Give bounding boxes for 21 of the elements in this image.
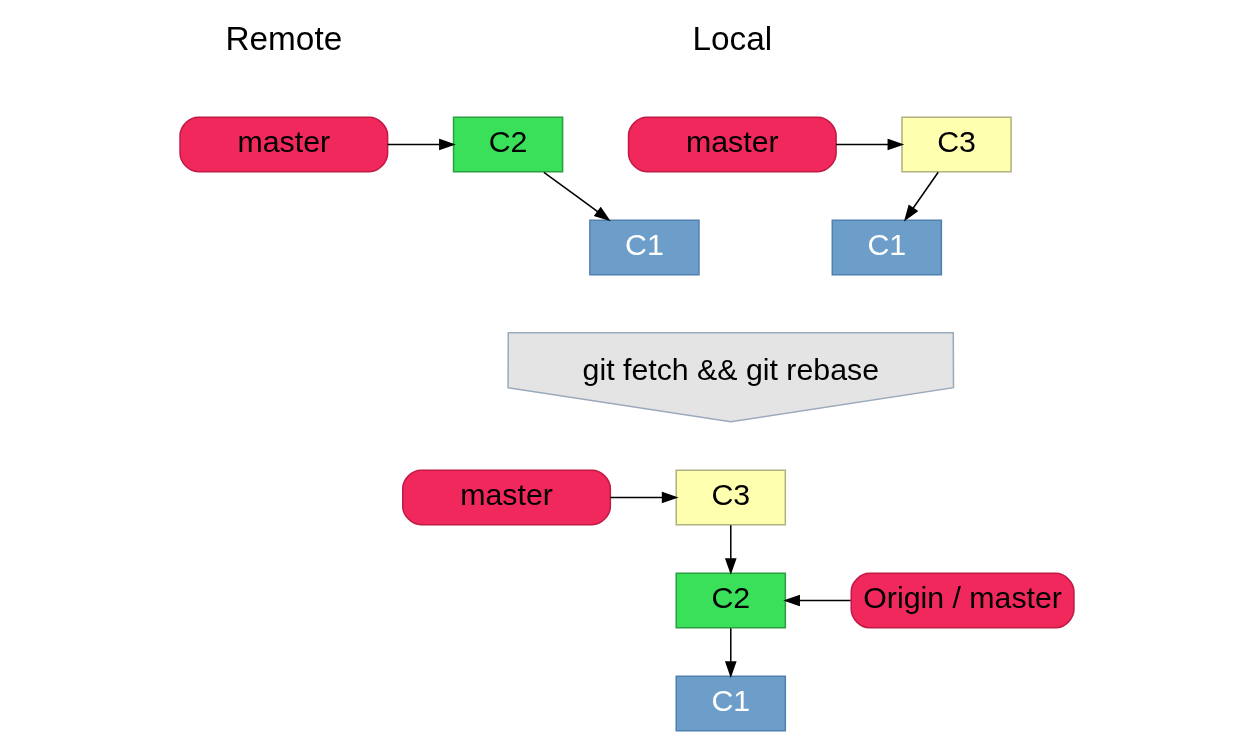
node-box: C2 [452, 116, 563, 173]
arrow [386, 138, 456, 151]
arrow [782, 594, 851, 607]
node-box: C2 [675, 572, 786, 629]
arrow [724, 524, 737, 575]
arrow [724, 627, 737, 678]
arrow [903, 171, 939, 222]
node-box: C1 [831, 219, 942, 276]
node-box: master [627, 116, 837, 173]
node-box: master [401, 469, 611, 526]
node-box: master [178, 116, 388, 173]
node-box: C1 [675, 675, 786, 732]
node-box: C3 [675, 469, 786, 526]
label: Local [691, 19, 772, 57]
label: Remote [224, 19, 342, 57]
arrow [834, 138, 904, 151]
arrow [609, 491, 678, 504]
node-box: C1 [588, 219, 700, 276]
node-box: C3 [900, 116, 1012, 173]
node-box: Origin / master [849, 572, 1075, 629]
arrow [542, 171, 611, 222]
